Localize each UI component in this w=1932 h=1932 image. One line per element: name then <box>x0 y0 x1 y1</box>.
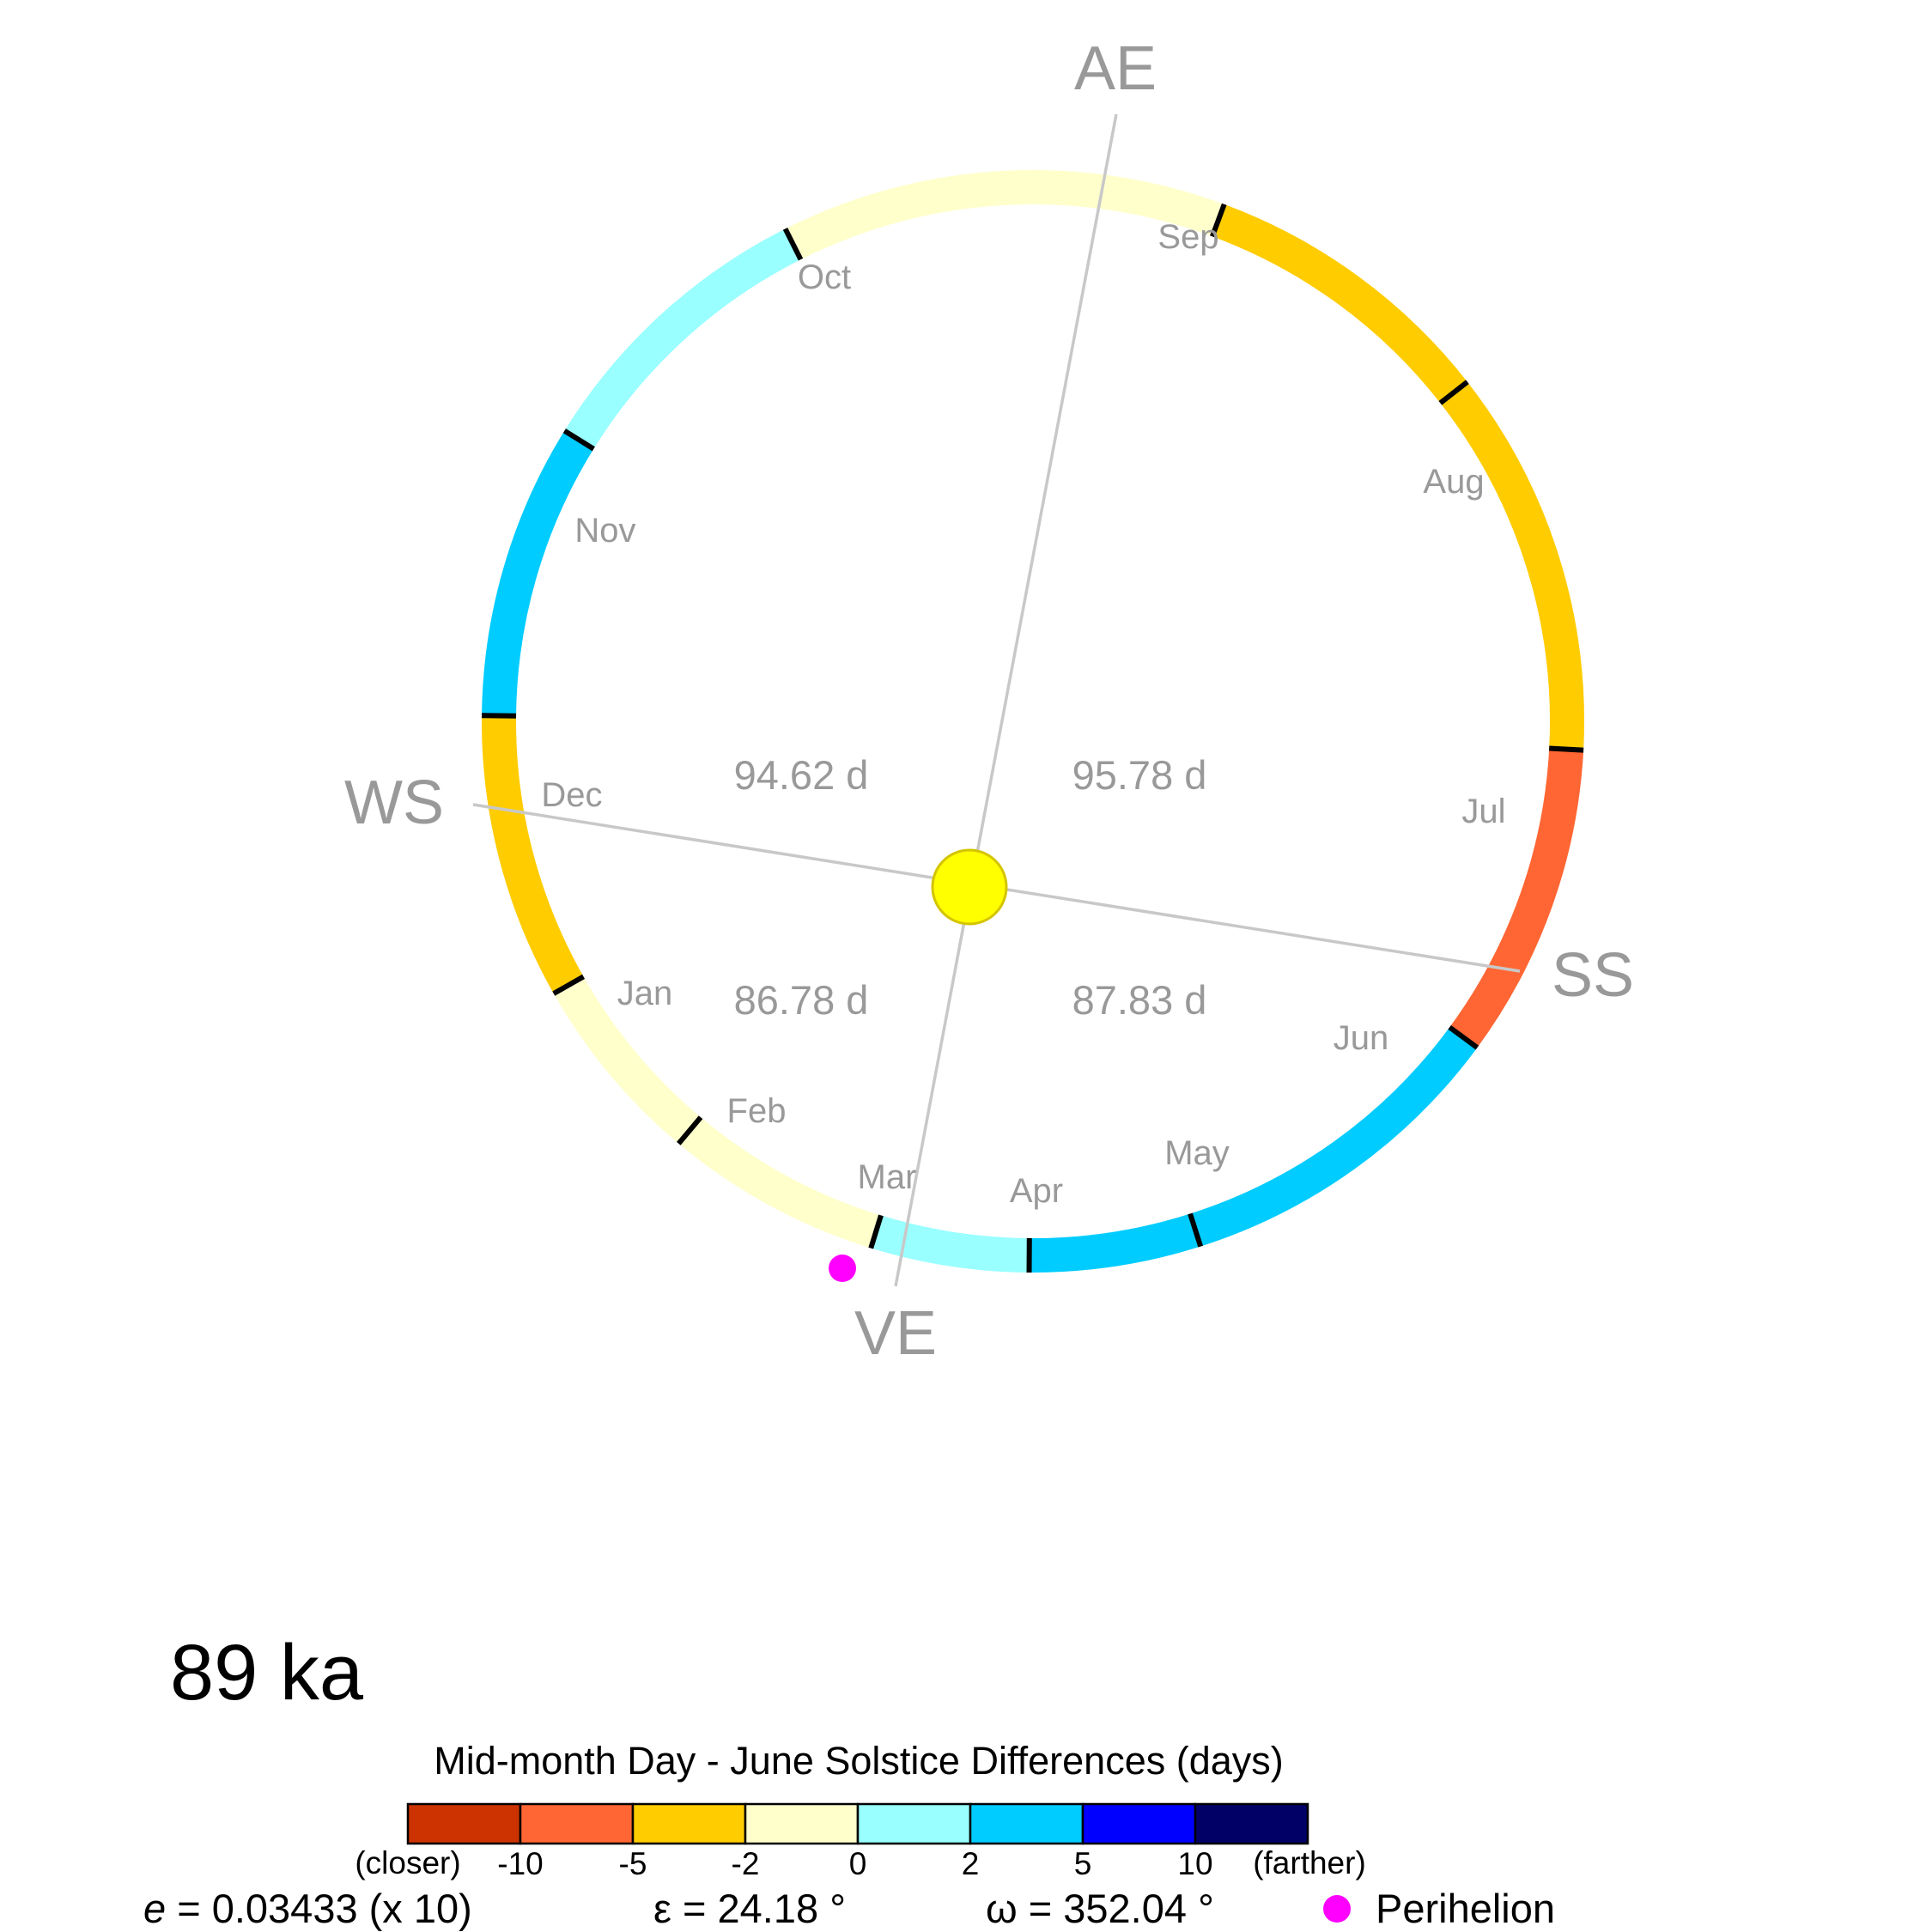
month-arc-dec <box>482 430 594 716</box>
orbit-ring <box>482 170 1584 1273</box>
sun <box>931 848 1008 926</box>
month-label-may: May <box>1164 1134 1230 1172</box>
legend-swatch <box>969 1802 1084 1845</box>
legend-color-bar <box>406 1802 1309 1845</box>
month-boundary-tick <box>552 974 586 996</box>
month-boundary-tick <box>677 1115 703 1145</box>
month-boundary-tick <box>1438 380 1469 405</box>
month-arc-nov <box>564 228 801 449</box>
legend-tick-label: 5 <box>1074 1846 1092 1881</box>
legend-tick-label: 2 <box>962 1846 980 1881</box>
month-label-jul: Jul <box>1461 793 1505 830</box>
perihelion-legend-label: Perihelion <box>1376 1886 1555 1931</box>
eccentricity-label: e = 0.03433 (x 10) <box>143 1886 472 1931</box>
autumn-equinox-label: AE <box>1074 34 1157 103</box>
month-boundary-tick <box>782 228 804 261</box>
month-arc-sep <box>1212 204 1467 404</box>
month-boundary-tick <box>1188 1212 1204 1248</box>
month-label-aug: Aug <box>1423 463 1484 501</box>
legend-swatch <box>1081 1802 1197 1845</box>
legend-tick-label: 0 <box>849 1846 867 1881</box>
legend-swatch <box>519 1802 635 1845</box>
legend-tick-label: -10 <box>497 1846 543 1881</box>
obliquity-label: ε = 24.18 ° <box>653 1886 846 1931</box>
month-arc-jan <box>482 715 584 994</box>
vernal-equinox-label: VE <box>854 1299 937 1368</box>
equinox-axis <box>894 113 1118 1287</box>
legend-tick-label: -2 <box>732 1846 760 1881</box>
month-arc-mar <box>678 1117 882 1249</box>
month-arc-may <box>1029 1213 1201 1273</box>
perihelion-legend-marker <box>1323 1895 1351 1923</box>
month-boundary-ticks <box>482 203 1584 1273</box>
quadrant-duration-top-right: 95.78 d <box>1072 752 1207 798</box>
perihelion-marker <box>829 1255 856 1282</box>
month-label-oct: Oct <box>798 258 851 296</box>
month-boundary-tick <box>1448 1024 1479 1050</box>
month-label-jun: Jun <box>1334 1019 1389 1057</box>
summer-solstice-label: SS <box>1552 941 1634 1010</box>
month-boundary-tick <box>1210 203 1227 238</box>
legend-right-end-label: (farther) <box>1253 1845 1366 1880</box>
legend-tick-label: -5 <box>619 1846 647 1881</box>
month-arc-apr <box>871 1215 1030 1273</box>
quadrant-duration-top-left: 94.62 d <box>734 752 869 798</box>
legend-tick-label: 10 <box>1177 1846 1212 1881</box>
legend-left-end-label: (closer) <box>355 1845 460 1880</box>
legend-swatch <box>406 1802 522 1845</box>
legend-swatch <box>856 1802 972 1845</box>
legend-swatch <box>1194 1802 1309 1845</box>
month-arc-jun <box>1190 1027 1478 1247</box>
quadrant-duration-bottom-right: 87.83 d <box>1072 977 1207 1023</box>
month-boundary-tick <box>868 1214 884 1249</box>
month-label-feb: Feb <box>727 1092 787 1130</box>
legend-title: Mid-month Day - June Solstice Difference… <box>434 1739 1284 1783</box>
month-arc-aug <box>1440 381 1584 750</box>
month-arc-feb <box>553 976 702 1144</box>
month-arc-oct <box>785 170 1224 260</box>
legend-swatch <box>631 1802 747 1845</box>
month-label-jan: Jan <box>617 975 673 1012</box>
month-label-mar: Mar <box>858 1158 917 1196</box>
precession-label: ω = 352.04 ° <box>986 1886 1214 1931</box>
month-boundary-tick <box>562 428 595 452</box>
winter-solstice-label: WS <box>344 769 444 837</box>
month-label-dec: Dec <box>541 776 602 814</box>
month-boundary-tick <box>1549 745 1584 753</box>
month-label-nov: Nov <box>574 512 635 550</box>
quadrant-duration-bottom-left: 86.78 d <box>734 977 869 1023</box>
age-label: 89 ka <box>170 1629 364 1716</box>
month-label-apr: Apr <box>1010 1172 1063 1210</box>
month-arc-jul <box>1449 748 1584 1048</box>
month-label-sep: Sep <box>1157 218 1218 256</box>
legend-swatch <box>744 1802 860 1845</box>
